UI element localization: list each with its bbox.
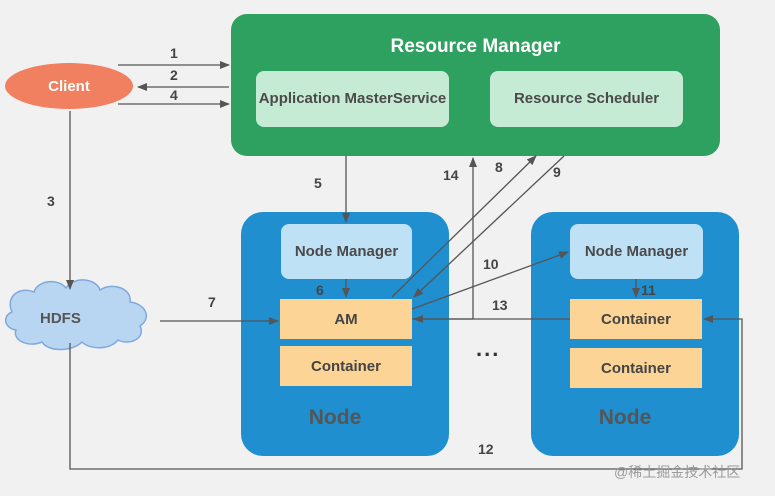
client-ellipse: Client xyxy=(5,63,133,109)
step-8: 8 xyxy=(495,159,503,175)
node-2-label: Node xyxy=(598,406,652,429)
step-6: 6 xyxy=(316,282,324,298)
arrow-8 xyxy=(391,155,537,298)
resource-manager-title: Resource Manager xyxy=(390,36,561,57)
ellipsis: ... xyxy=(476,336,501,361)
step-7: 7 xyxy=(208,294,216,310)
step-2: 2 xyxy=(170,67,178,83)
hdfs-cloud xyxy=(4,279,148,351)
step-13: 13 xyxy=(492,297,508,313)
step-12: 12 xyxy=(478,441,494,457)
node-1-label: Node xyxy=(308,406,362,429)
arrow-10 xyxy=(411,251,569,310)
node-2-container-1: Container xyxy=(570,299,702,339)
step-11: 11 xyxy=(641,282,656,298)
node-1-container: Container xyxy=(280,346,412,386)
application-master-service-box: Application MasterService xyxy=(256,71,449,127)
step-5: 5 xyxy=(314,175,322,191)
step-9: 9 xyxy=(553,164,561,180)
node-2-node-manager: Node Manager xyxy=(570,224,703,279)
node-1-am: AM xyxy=(280,299,412,339)
arrow-12 xyxy=(69,315,743,470)
step-4: 4 xyxy=(170,87,178,103)
arrow-9 xyxy=(413,155,565,298)
step-1: 1 xyxy=(170,45,178,61)
step-10: 10 xyxy=(483,256,499,272)
step-14: 14 xyxy=(443,167,459,183)
node-1-node-manager: Node Manager xyxy=(281,224,412,279)
hdfs-label: HDFS xyxy=(40,310,81,327)
step-3: 3 xyxy=(47,193,55,209)
resource-scheduler-box: Resource Scheduler xyxy=(490,71,683,127)
watermark: @稀土掘金技术社区 xyxy=(614,464,741,480)
node-2-container-2: Container xyxy=(570,348,702,388)
